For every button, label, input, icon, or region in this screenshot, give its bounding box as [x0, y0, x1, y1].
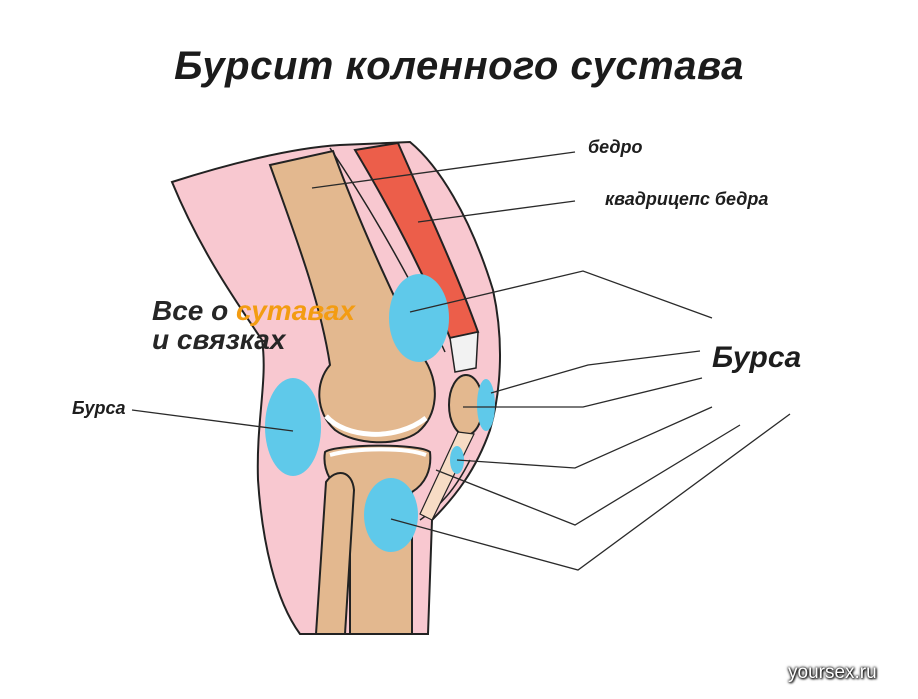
overlay-line-1: Все о сутавах — [152, 296, 355, 325]
femur-cartilage — [324, 414, 428, 437]
diagram-title: Бурсит коленного сустава — [174, 44, 744, 88]
site-overlay-text: Все о сутавах и связках — [152, 296, 355, 354]
leader-lines — [131, 151, 791, 571]
label-bursa-main: Бурса — [712, 341, 802, 374]
tibia-cartilage — [329, 447, 427, 457]
watermark: yoursex.ru — [788, 662, 877, 683]
leader-bursa-left — [131, 409, 294, 432]
leader-quadriceps — [417, 200, 576, 223]
leader-bursa-5 — [435, 424, 741, 526]
leader-bursa-6 — [390, 413, 791, 571]
leader-bursa-2 — [490, 350, 701, 394]
leader-bursa-3 — [463, 377, 703, 408]
leader-femur — [311, 151, 576, 189]
femur-bone — [268, 149, 436, 444]
fibula-bone — [314, 472, 356, 635]
label-bursa-left: Бурса — [72, 398, 126, 418]
bursa-posterior — [265, 378, 321, 476]
overlay-line-2: и связках — [152, 324, 286, 355]
overlay-prefix: Все о — [152, 295, 237, 326]
bursa-prepatellar — [477, 379, 495, 431]
label-femur: бедро — [588, 137, 643, 157]
bursa-suprapatellar — [389, 274, 449, 362]
quadriceps-tendon — [449, 331, 479, 373]
label-quadriceps: квадрицепс бедра — [605, 189, 769, 209]
bursa-pes-anserine — [364, 478, 418, 552]
leader-bursa-4 — [456, 406, 713, 469]
leader-bursa-1 — [409, 270, 713, 319]
overlay-accent: сутавах — [236, 295, 355, 326]
